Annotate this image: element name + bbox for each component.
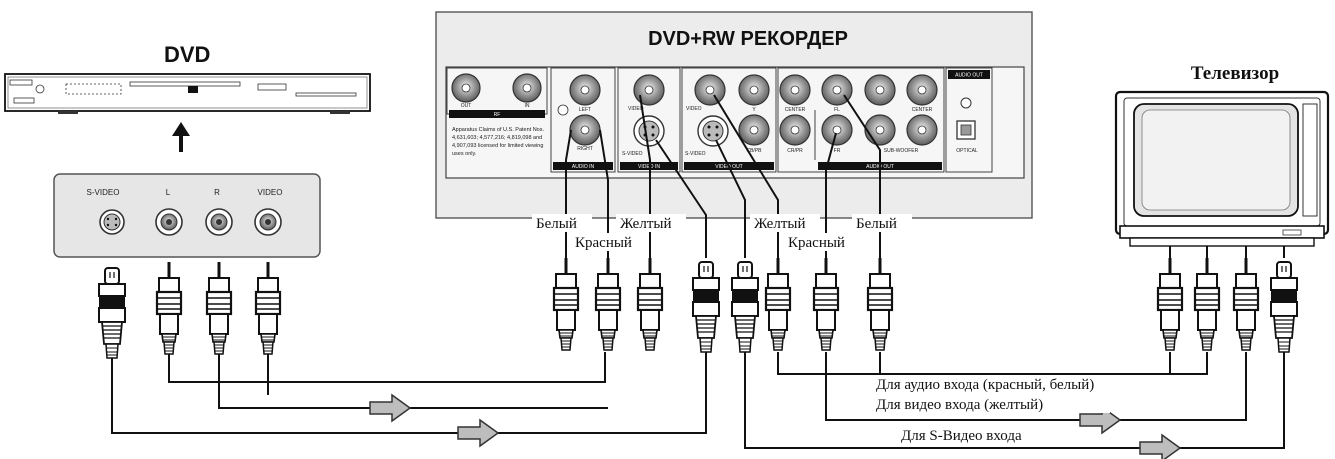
svg-text:IN: IN: [525, 103, 530, 109]
audio-in-group: LEFT RIGHT AUDIO IN: [550, 67, 616, 173]
cable-audio-left: [168, 352, 606, 383]
cable-svideo-tv: [744, 352, 1285, 449]
svg-text:CENTER: CENTER: [785, 107, 806, 113]
svg-text:VIDEO: VIDEO: [628, 106, 644, 112]
wire-svideo-out: [715, 139, 746, 258]
svg-text:CR/PR: CR/PR: [787, 148, 803, 154]
svg-text:OPTICAL: OPTICAL: [956, 148, 978, 154]
arrow-right-icon-4: [1139, 434, 1181, 459]
plug-red-out: [812, 256, 840, 352]
tv: Телевизор: [1114, 63, 1330, 247]
rf-group: OUT IN RF Apparatus Claims of U.S. Paten…: [446, 67, 548, 157]
plugs: [98, 256, 1298, 359]
svg-text:AUDIO IN: AUDIO IN: [572, 164, 595, 170]
plug-tv-3: [1232, 256, 1260, 352]
recorder-title: DVD+RW РЕКОРДЕР: [648, 28, 848, 50]
svg-text:CENTER: CENTER: [912, 107, 933, 113]
svg-text:FR: FR: [834, 148, 841, 154]
plug-yellow-out: [764, 256, 792, 352]
dvd-panel-jack-video: VIDEO: [254, 188, 283, 236]
svg-text:S-VIDEO: S-VIDEO: [685, 151, 706, 157]
plug-video-dvd: [254, 260, 282, 356]
label-red-left: Красный: [575, 235, 632, 251]
svg-text:LEFT: LEFT: [579, 107, 591, 113]
plug-tv-svideo: [1270, 261, 1298, 353]
svg-text:uses only.: uses only.: [452, 151, 477, 157]
svg-text:AUDIO OUT: AUDIO OUT: [955, 73, 983, 79]
dvd-recorder: DVD+RW РЕКОРДЕР OUT IN RF Apparatus Clai…: [435, 11, 1033, 219]
wire-yellow-out: [713, 94, 779, 258]
cable-video-tv: [825, 352, 1247, 421]
plug-yellow-in: [636, 256, 664, 352]
svg-text:S-VIDEO: S-VIDEO: [622, 151, 643, 157]
route-label-audio: Для аудио входа (красный, белый): [876, 377, 1094, 393]
wire-svideo-in: [655, 139, 707, 258]
dvd-player-unit: [4, 73, 371, 114]
cable-color-labels: Белый Желтый Красный Желтый Красный Белы…: [532, 214, 912, 251]
label-red-right: Красный: [788, 235, 845, 251]
svg-text:4,631,603; 4,577,216; 4,819,09: 4,631,603; 4,577,216; 4,819,098 and: [452, 135, 542, 141]
svg-text:RF: RF: [494, 112, 501, 118]
dvd-panel-jack-r: R: [205, 188, 233, 236]
svg-text:SUB-WOOFER: SUB-WOOFER: [884, 148, 919, 154]
plug-l-dvd: [155, 260, 183, 356]
plug-svideo-dvd: [98, 267, 126, 359]
plug-svideo-out: [731, 261, 759, 353]
plug-red-in: [594, 256, 622, 352]
cable-audio-right: [218, 352, 608, 409]
svg-text:L: L: [166, 188, 171, 197]
svg-text:FL: FL: [834, 107, 840, 113]
route-label-svideo: Для S-Видео входа: [901, 428, 1022, 444]
plug-tv-1: [1156, 256, 1184, 352]
cable-audio-tv: [777, 352, 1208, 375]
dvd-player: DVD: [4, 42, 371, 152]
svg-text:RIGHT: RIGHT: [577, 146, 593, 152]
svg-text:Y: Y: [752, 107, 756, 113]
svg-text:OUT: OUT: [461, 103, 472, 109]
wire-red-out: [825, 132, 837, 258]
dvd-panel-jack-l: L: [155, 188, 183, 236]
cable-svideo-dvd: [111, 352, 707, 434]
arrow-right-icon-2: [457, 419, 499, 447]
arrow-right-icon-1: [369, 394, 411, 422]
digital-audio-group: AUDIO OUT OPTICAL: [945, 67, 993, 173]
svg-text:4,907,093 licensed for limited: 4,907,093 licensed for limited viewing: [452, 143, 543, 149]
plug-tv-2: [1193, 256, 1221, 352]
arrow-up-icon: [172, 122, 190, 152]
label-yellow-left: Желтый: [620, 216, 671, 232]
tv-title: Телевизор: [1191, 63, 1279, 84]
svg-text:VIDEO: VIDEO: [686, 106, 702, 112]
svg-text:CB/PB: CB/PB: [746, 148, 762, 154]
dvd-panel-jack-svideo: S-VIDEO: [87, 188, 125, 235]
plug-white-out: [866, 256, 894, 352]
plug-white-in: [552, 256, 580, 352]
route-label-video: Для видео входа (желтый): [876, 397, 1043, 413]
wire-red-in: [599, 129, 609, 258]
label-white-right: Белый: [856, 216, 897, 232]
route-labels: Для аудио входа (красный, белый) Для вид…: [872, 376, 1178, 444]
svg-text:VIDEO: VIDEO: [258, 188, 283, 197]
svg-text:R: R: [214, 188, 220, 197]
cable-lines: [111, 94, 1285, 449]
dvd-player-title: DVD: [164, 42, 210, 67]
plug-svideo-in: [692, 261, 720, 353]
plug-r-dvd: [205, 260, 233, 356]
label-white-left: Белый: [536, 216, 577, 232]
dvd-rear-panel: S-VIDEO L R VIDEO: [53, 173, 321, 258]
label-yellow-right: Желтый: [754, 216, 805, 232]
svg-text:S-VIDEO: S-VIDEO: [87, 188, 120, 197]
patent-note: Apparatus Claims of U.S. Patent Nos. 4,6…: [452, 127, 544, 157]
svg-text:Apparatus Claims of U.S. Paten: Apparatus Claims of U.S. Patent Nos.: [452, 127, 544, 133]
